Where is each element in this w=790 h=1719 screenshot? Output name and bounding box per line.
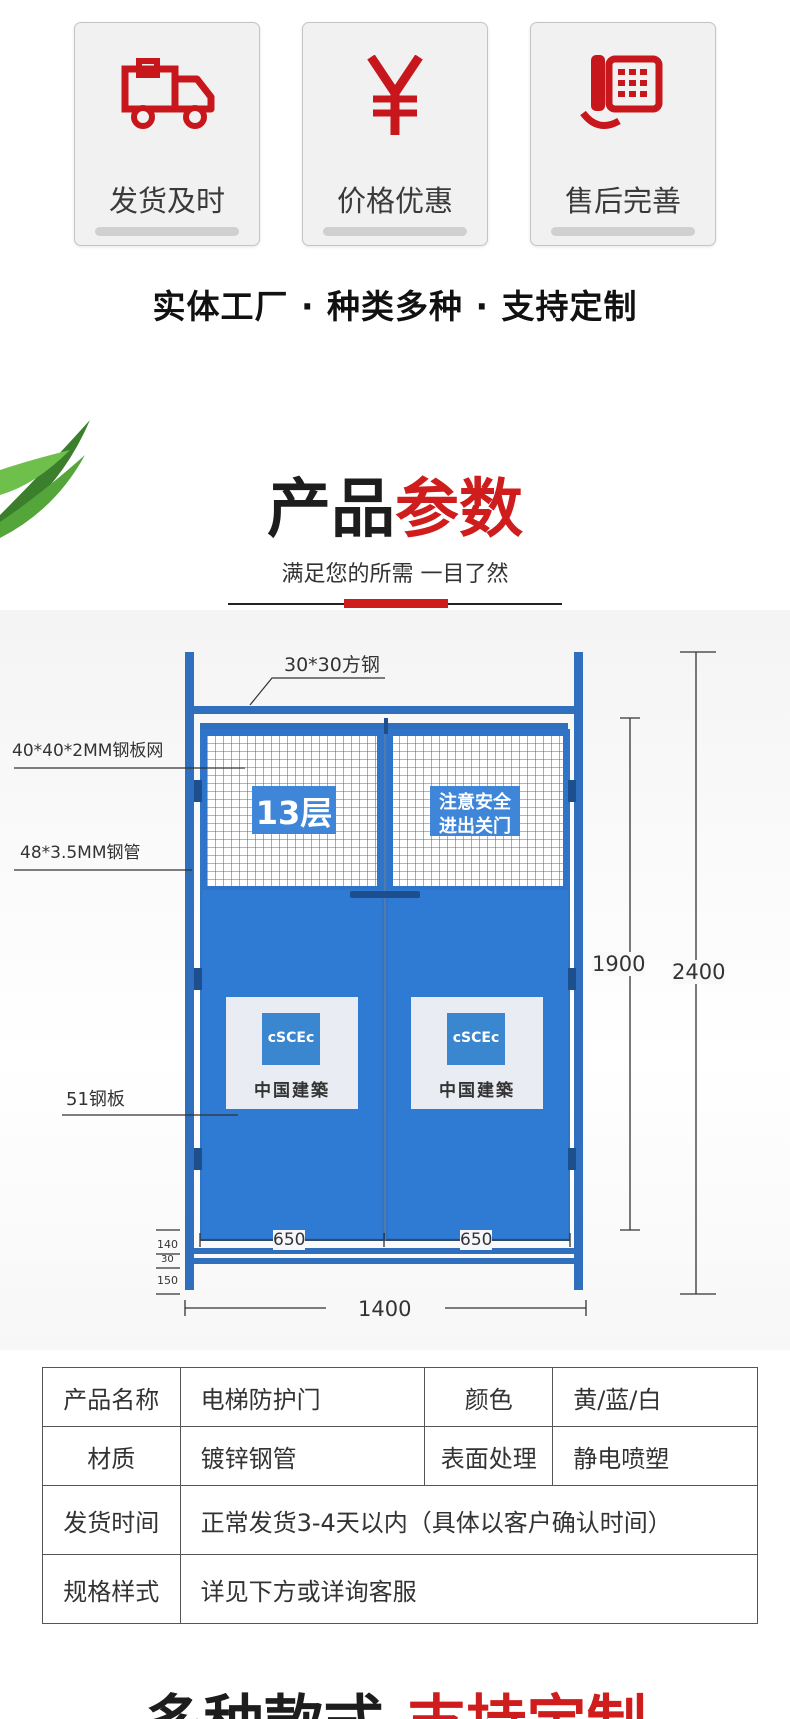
section-title-dark: 产品: [267, 473, 395, 547]
feature-card-price: 价格优惠: [302, 22, 488, 246]
spec-value: 镀锌钢管: [179, 1426, 426, 1486]
spec-value: 静电喷塑: [552, 1426, 758, 1486]
spec-table: 产品名称 电梯防护门 颜色 黄/蓝/白 材质 镀锌钢管 表面处理 静电喷塑 发货…: [42, 1367, 759, 1624]
label-pipe: 48*3.5MM钢管: [20, 843, 141, 863]
dim-150: 150: [157, 1274, 178, 1287]
feature-card-service: 售后完善: [530, 22, 716, 246]
card-underline: [323, 227, 467, 236]
right-post: [574, 652, 583, 1290]
spec-value: 电梯防护门: [179, 1367, 426, 1427]
table-row: 发货时间 正常发货3-4天以内（具体以客户确认时间）: [42, 1485, 759, 1555]
delivery-truck-icon: [121, 58, 215, 129]
table-row: 产品名称 电梯防护门 颜色 黄/蓝/白: [42, 1367, 758, 1427]
bottom-title: 多种款式 支持定制: [0, 1684, 790, 1719]
card-underline: [95, 227, 239, 236]
bottom-title-red: 支持定制: [407, 1689, 647, 1719]
leaf-decoration: [0, 420, 90, 538]
bottom-rail-2: [194, 1258, 574, 1264]
table-row: 规格样式 详见下方或详询客服: [42, 1554, 759, 1624]
slogan: 实体工厂 · 种类多种 · 支持定制: [152, 287, 638, 326]
floor-sign: 13层: [255, 794, 333, 832]
floor-sign-bg: [252, 786, 336, 834]
spec-value: 正常发货3-4天以内（具体以客户确认时间）: [179, 1485, 759, 1555]
safety-sign-line1: 注意安全: [439, 792, 511, 813]
table-row: 材质 镀锌钢管 表面处理 静电喷塑: [42, 1426, 758, 1486]
spec-key: 颜色: [424, 1367, 554, 1427]
section-title: 产品参数: [0, 470, 790, 566]
logo-text-right: 中国建築: [439, 1081, 515, 1101]
logo-mark-left: cSCEc: [267, 1030, 315, 1046]
left-post: [185, 652, 194, 1290]
spec-value: 详见下方或详询客服: [179, 1554, 759, 1624]
spec-key: 发货时间: [42, 1485, 181, 1555]
spec-key: 材质: [42, 1426, 181, 1486]
section-title-red: 参数: [395, 473, 523, 547]
feature-label: 售后完善: [564, 184, 681, 218]
feature-card-delivery: 发货及时: [74, 22, 260, 246]
spec-key: 产品名称: [42, 1367, 181, 1427]
label-top-tube: 30*30方钢: [284, 654, 380, 676]
dim-height-total: 2400: [672, 960, 726, 984]
safety-sign-bg: [430, 786, 520, 836]
logo-mark-right: cSCEc: [452, 1030, 500, 1046]
section-subtitle: 满足您的所需 一目了然: [281, 562, 509, 587]
dim-panel-right: 650: [460, 1230, 493, 1250]
spec-value: 黄/蓝/白: [552, 1367, 758, 1427]
dim-width-total: 1400: [358, 1297, 412, 1321]
dim-height-inner: 1900: [592, 952, 646, 976]
dim-140: 140: [157, 1238, 178, 1251]
bottom-title-dark: 多种款式: [143, 1689, 383, 1719]
safety-sign-line2: 进出关门: [439, 816, 511, 837]
card-underline: [551, 227, 695, 236]
dim-panel-left: 650: [273, 1230, 306, 1250]
spec-key: 表面处理: [424, 1426, 554, 1486]
section-divider-accent: [344, 599, 448, 608]
bottom-rail: [194, 1248, 574, 1254]
label-mesh: 40*40*2MM钢板网: [12, 741, 164, 761]
leader-top-tube: [249, 677, 385, 706]
feature-label: 价格优惠: [336, 184, 453, 218]
logo-text-left: 中国建築: [254, 1081, 330, 1101]
top-rail: [194, 706, 574, 714]
label-plate: 51钢板: [66, 1089, 125, 1110]
dim-30: 30: [161, 1254, 174, 1265]
spec-key: 规格样式: [42, 1554, 181, 1624]
door-drawing: [14, 651, 716, 1316]
yen-icon: [367, 55, 423, 135]
feature-label: 发货及时: [108, 184, 225, 218]
telephone-icon: [580, 55, 663, 129]
